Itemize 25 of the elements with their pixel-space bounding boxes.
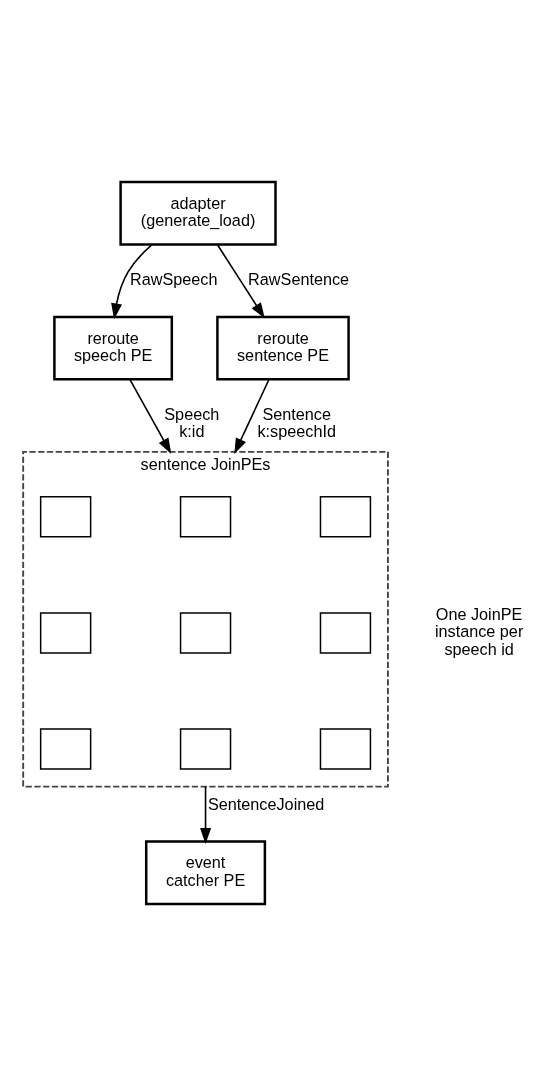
edge-label: RawSentence xyxy=(248,269,350,288)
node-box xyxy=(179,496,232,538)
arrow xyxy=(111,243,153,320)
edge-label: RawSpeech xyxy=(129,269,218,288)
node-box xyxy=(39,612,92,654)
node-box xyxy=(179,612,232,654)
edge-label: Speech k:id xyxy=(164,404,220,441)
arrow xyxy=(200,785,212,844)
node-box xyxy=(39,728,92,770)
edge-label: Sentence k:speechId xyxy=(257,404,336,441)
edge-label: SentenceJoined xyxy=(207,794,325,813)
node-box: reroute speech PE xyxy=(53,315,174,381)
node-box: adapter (generate_load) xyxy=(119,180,277,246)
arrow xyxy=(216,243,265,319)
label: One JoinPE instance per speech id xyxy=(434,604,524,658)
node-box: event catcher PE xyxy=(144,840,267,906)
node-box xyxy=(39,496,92,538)
node-box xyxy=(179,728,232,770)
node-box xyxy=(319,728,372,770)
cluster: sentence JoinPEs xyxy=(22,450,389,788)
arrow xyxy=(129,378,172,454)
node-box: reroute sentence PE xyxy=(216,315,350,381)
node-box xyxy=(319,496,372,538)
arrow xyxy=(234,378,270,455)
node-box xyxy=(319,612,372,654)
